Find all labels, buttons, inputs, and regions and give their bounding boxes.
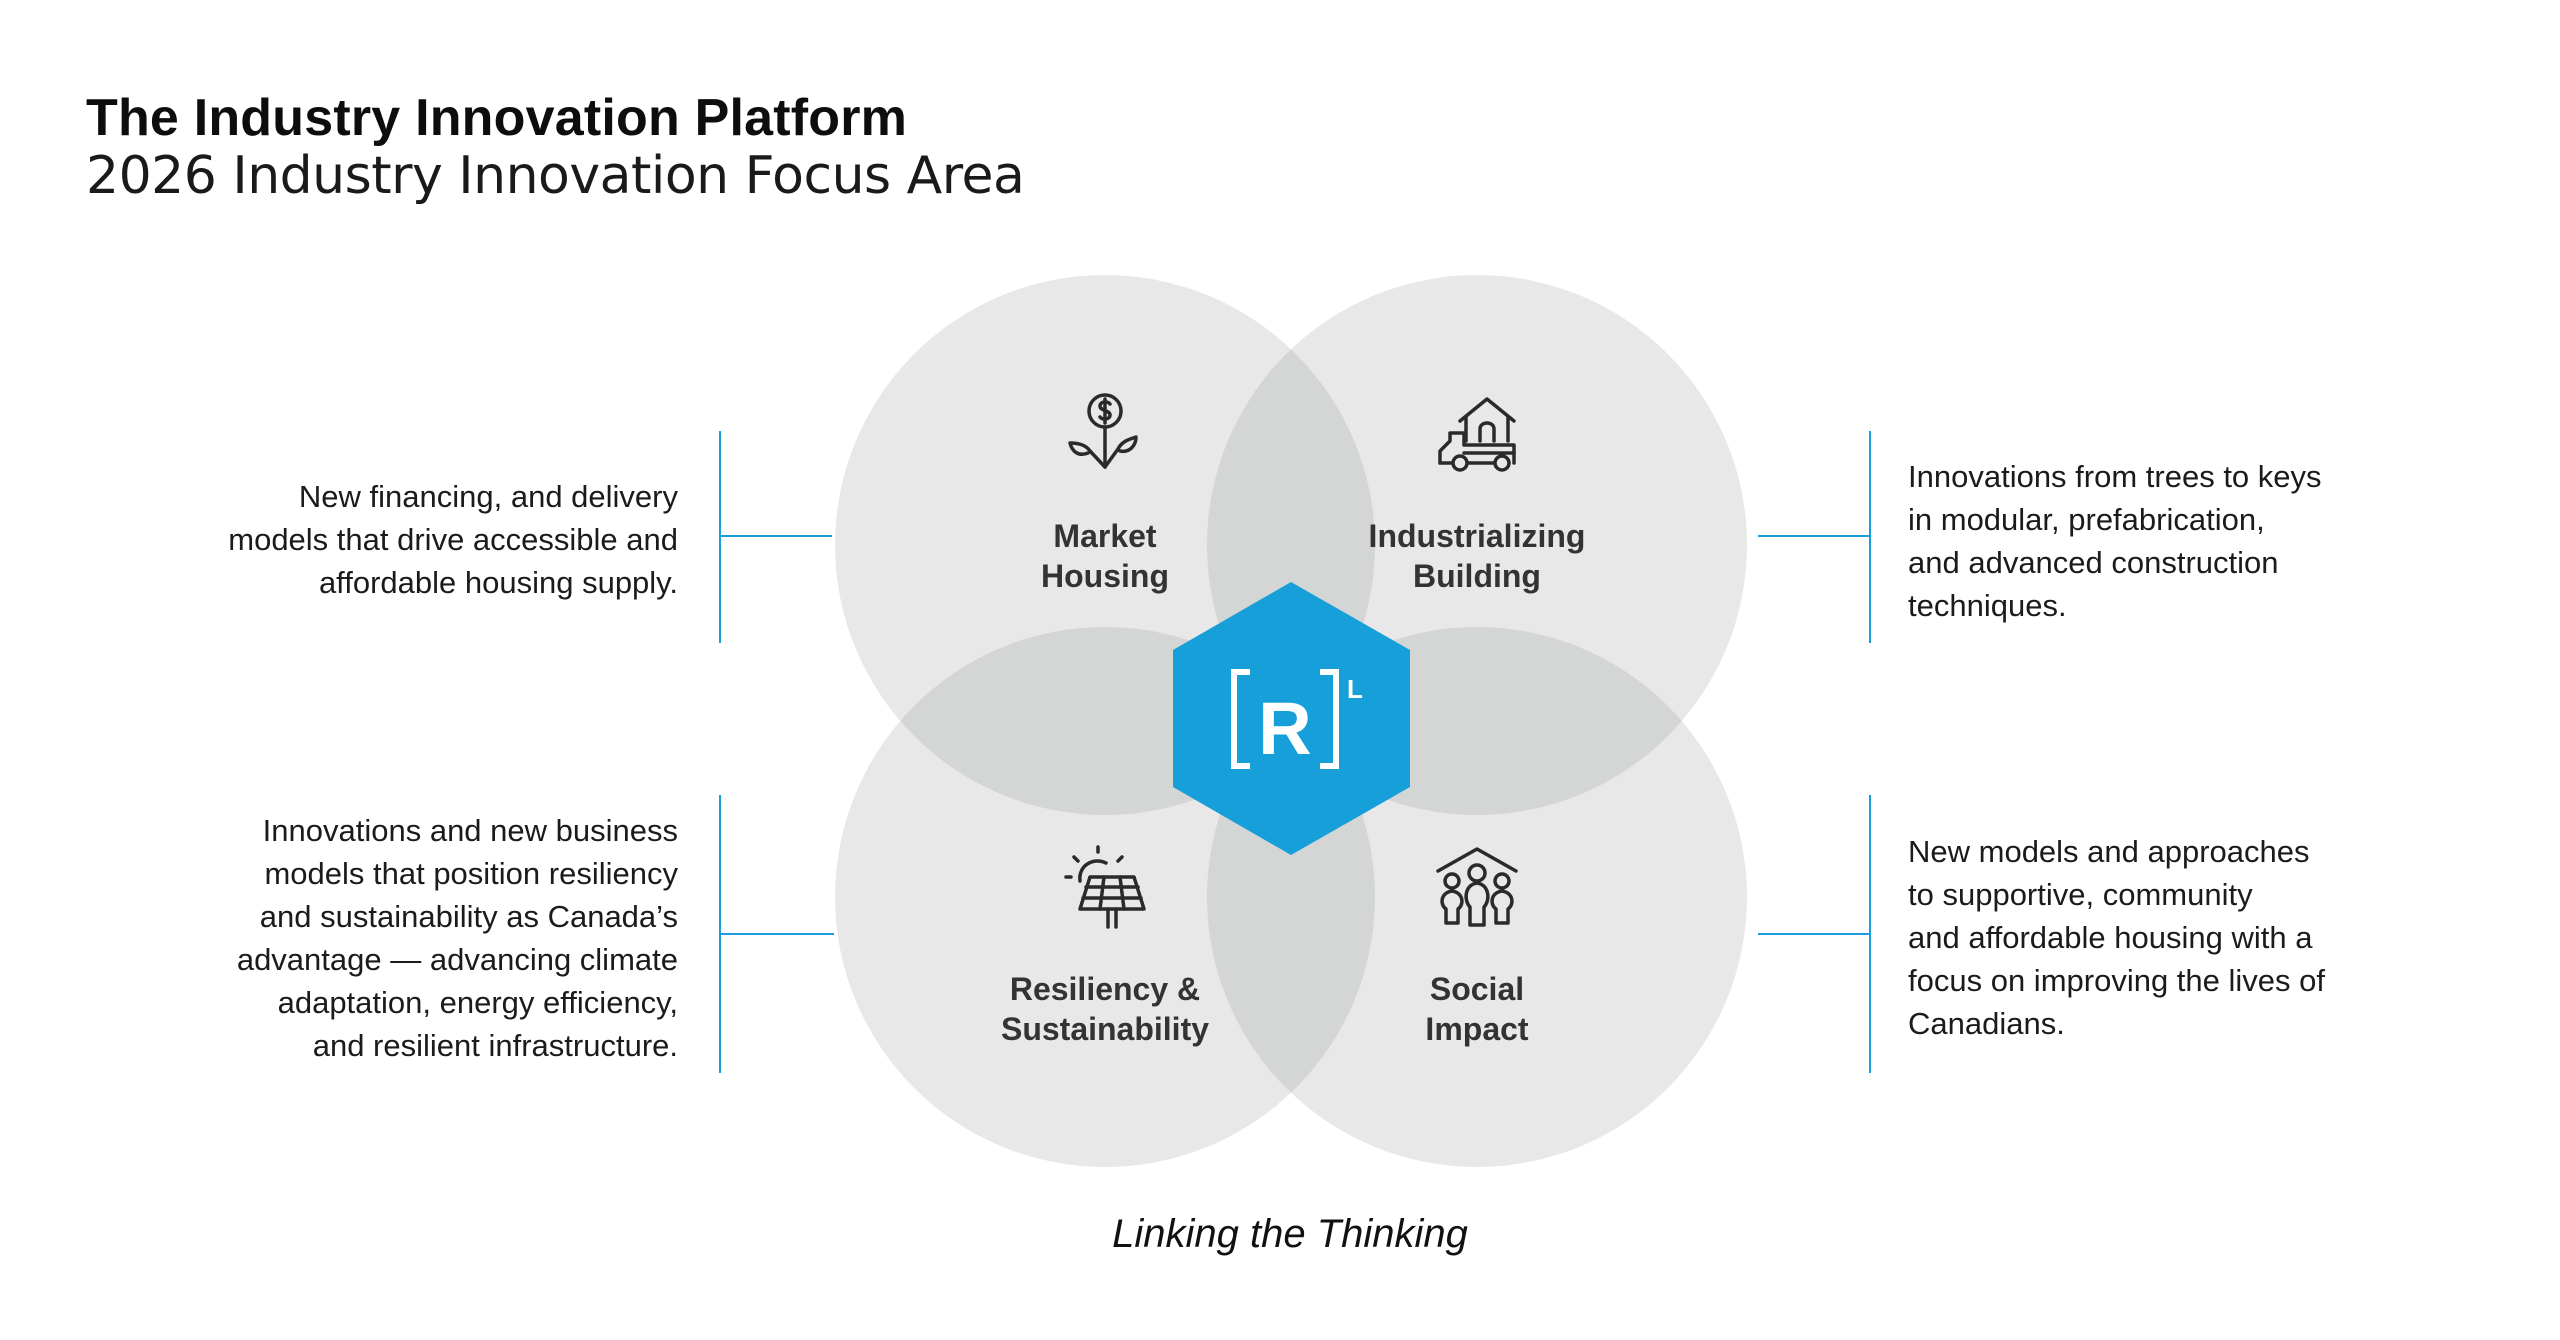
label-market-housing: Market Housing — [1041, 516, 1169, 596]
description-line: Innovations and new business — [262, 813, 678, 848]
connector-horizontal-industrializing — [1758, 535, 1870, 537]
label-social-impact: Social Impact — [1425, 969, 1528, 1049]
solar-panel-icon — [1060, 843, 1150, 933]
page-title: The Industry Innovation Platform — [86, 89, 908, 147]
description-line: adaptation, energy efficiency, — [277, 985, 678, 1020]
connector-horizontal-resiliency — [720, 933, 834, 935]
logo-left-bracket — [1231, 669, 1250, 769]
description-line: New financing, and delivery — [298, 479, 678, 514]
label-line: Housing — [1041, 558, 1169, 594]
description-line: and sustainability as Canada’s — [259, 899, 678, 934]
logo-superscript: L — [1347, 674, 1363, 704]
label-line: Building — [1413, 558, 1541, 594]
description-line: in modular, prefabrication, — [1908, 502, 2265, 537]
label-line: Industrializing — [1368, 518, 1586, 554]
description-market-housing: New financing, and delivery models that … — [228, 475, 678, 604]
description-line: New models and approaches — [1908, 834, 2310, 869]
connector-horizontal-social-impact — [1758, 933, 1870, 935]
label-line: Social — [1429, 971, 1525, 1007]
description-line: and resilient infrastructure. — [312, 1028, 678, 1063]
label-industrializing-building: Industrializing Building — [1369, 516, 1586, 596]
description-line: techniques. — [1908, 588, 2067, 623]
label-resiliency-sustainability: Resiliency & Sustainability — [1001, 969, 1209, 1049]
truck-house-icon — [1432, 389, 1522, 479]
description-line: models that position resiliency — [264, 856, 678, 891]
description-line: focus on improving the lives of — [1908, 963, 2325, 998]
label-line: Impact — [1425, 1011, 1529, 1047]
description-industrializing-building: Innovations from trees to keys in modula… — [1908, 455, 2322, 627]
label-line: Market — [1053, 518, 1157, 554]
logo-hexagon: R L — [1173, 582, 1410, 855]
connector-horizontal-market-housing — [720, 535, 832, 537]
page-subtitle: 2026 Industry Innovation Focus Area — [86, 146, 1025, 206]
logo-letter: R — [1258, 687, 1311, 770]
description-line: Canadians. — [1908, 1006, 2065, 1041]
description-line: Innovations from trees to keys — [1908, 459, 2322, 494]
description-line: and affordable housing with a — [1908, 920, 2313, 955]
description-line: affordable housing supply. — [318, 565, 678, 600]
description-line: to supportive, community — [1908, 877, 2253, 912]
label-line: Sustainability — [1000, 1011, 1210, 1047]
connector-vertical-social-impact — [1869, 795, 1871, 1073]
money-plant-icon — [1060, 389, 1150, 479]
label-line: Resiliency & — [1009, 971, 1201, 1007]
logo-right-bracket — [1320, 669, 1339, 769]
connector-vertical-market-housing — [719, 431, 721, 643]
description-line: models that drive accessible and — [228, 522, 678, 557]
description-line: and advanced construction — [1908, 545, 2279, 580]
description-resiliency-sustainability: Innovations and new business models that… — [237, 809, 678, 1067]
connector-vertical-industrializing — [1869, 431, 1871, 643]
tagline: Linking the Thinking — [1112, 1212, 1468, 1256]
community-house-icon — [1432, 843, 1522, 933]
description-social-impact: New models and approaches to supportive,… — [1908, 830, 2325, 1045]
description-line: advantage — advancing climate — [236, 942, 678, 977]
